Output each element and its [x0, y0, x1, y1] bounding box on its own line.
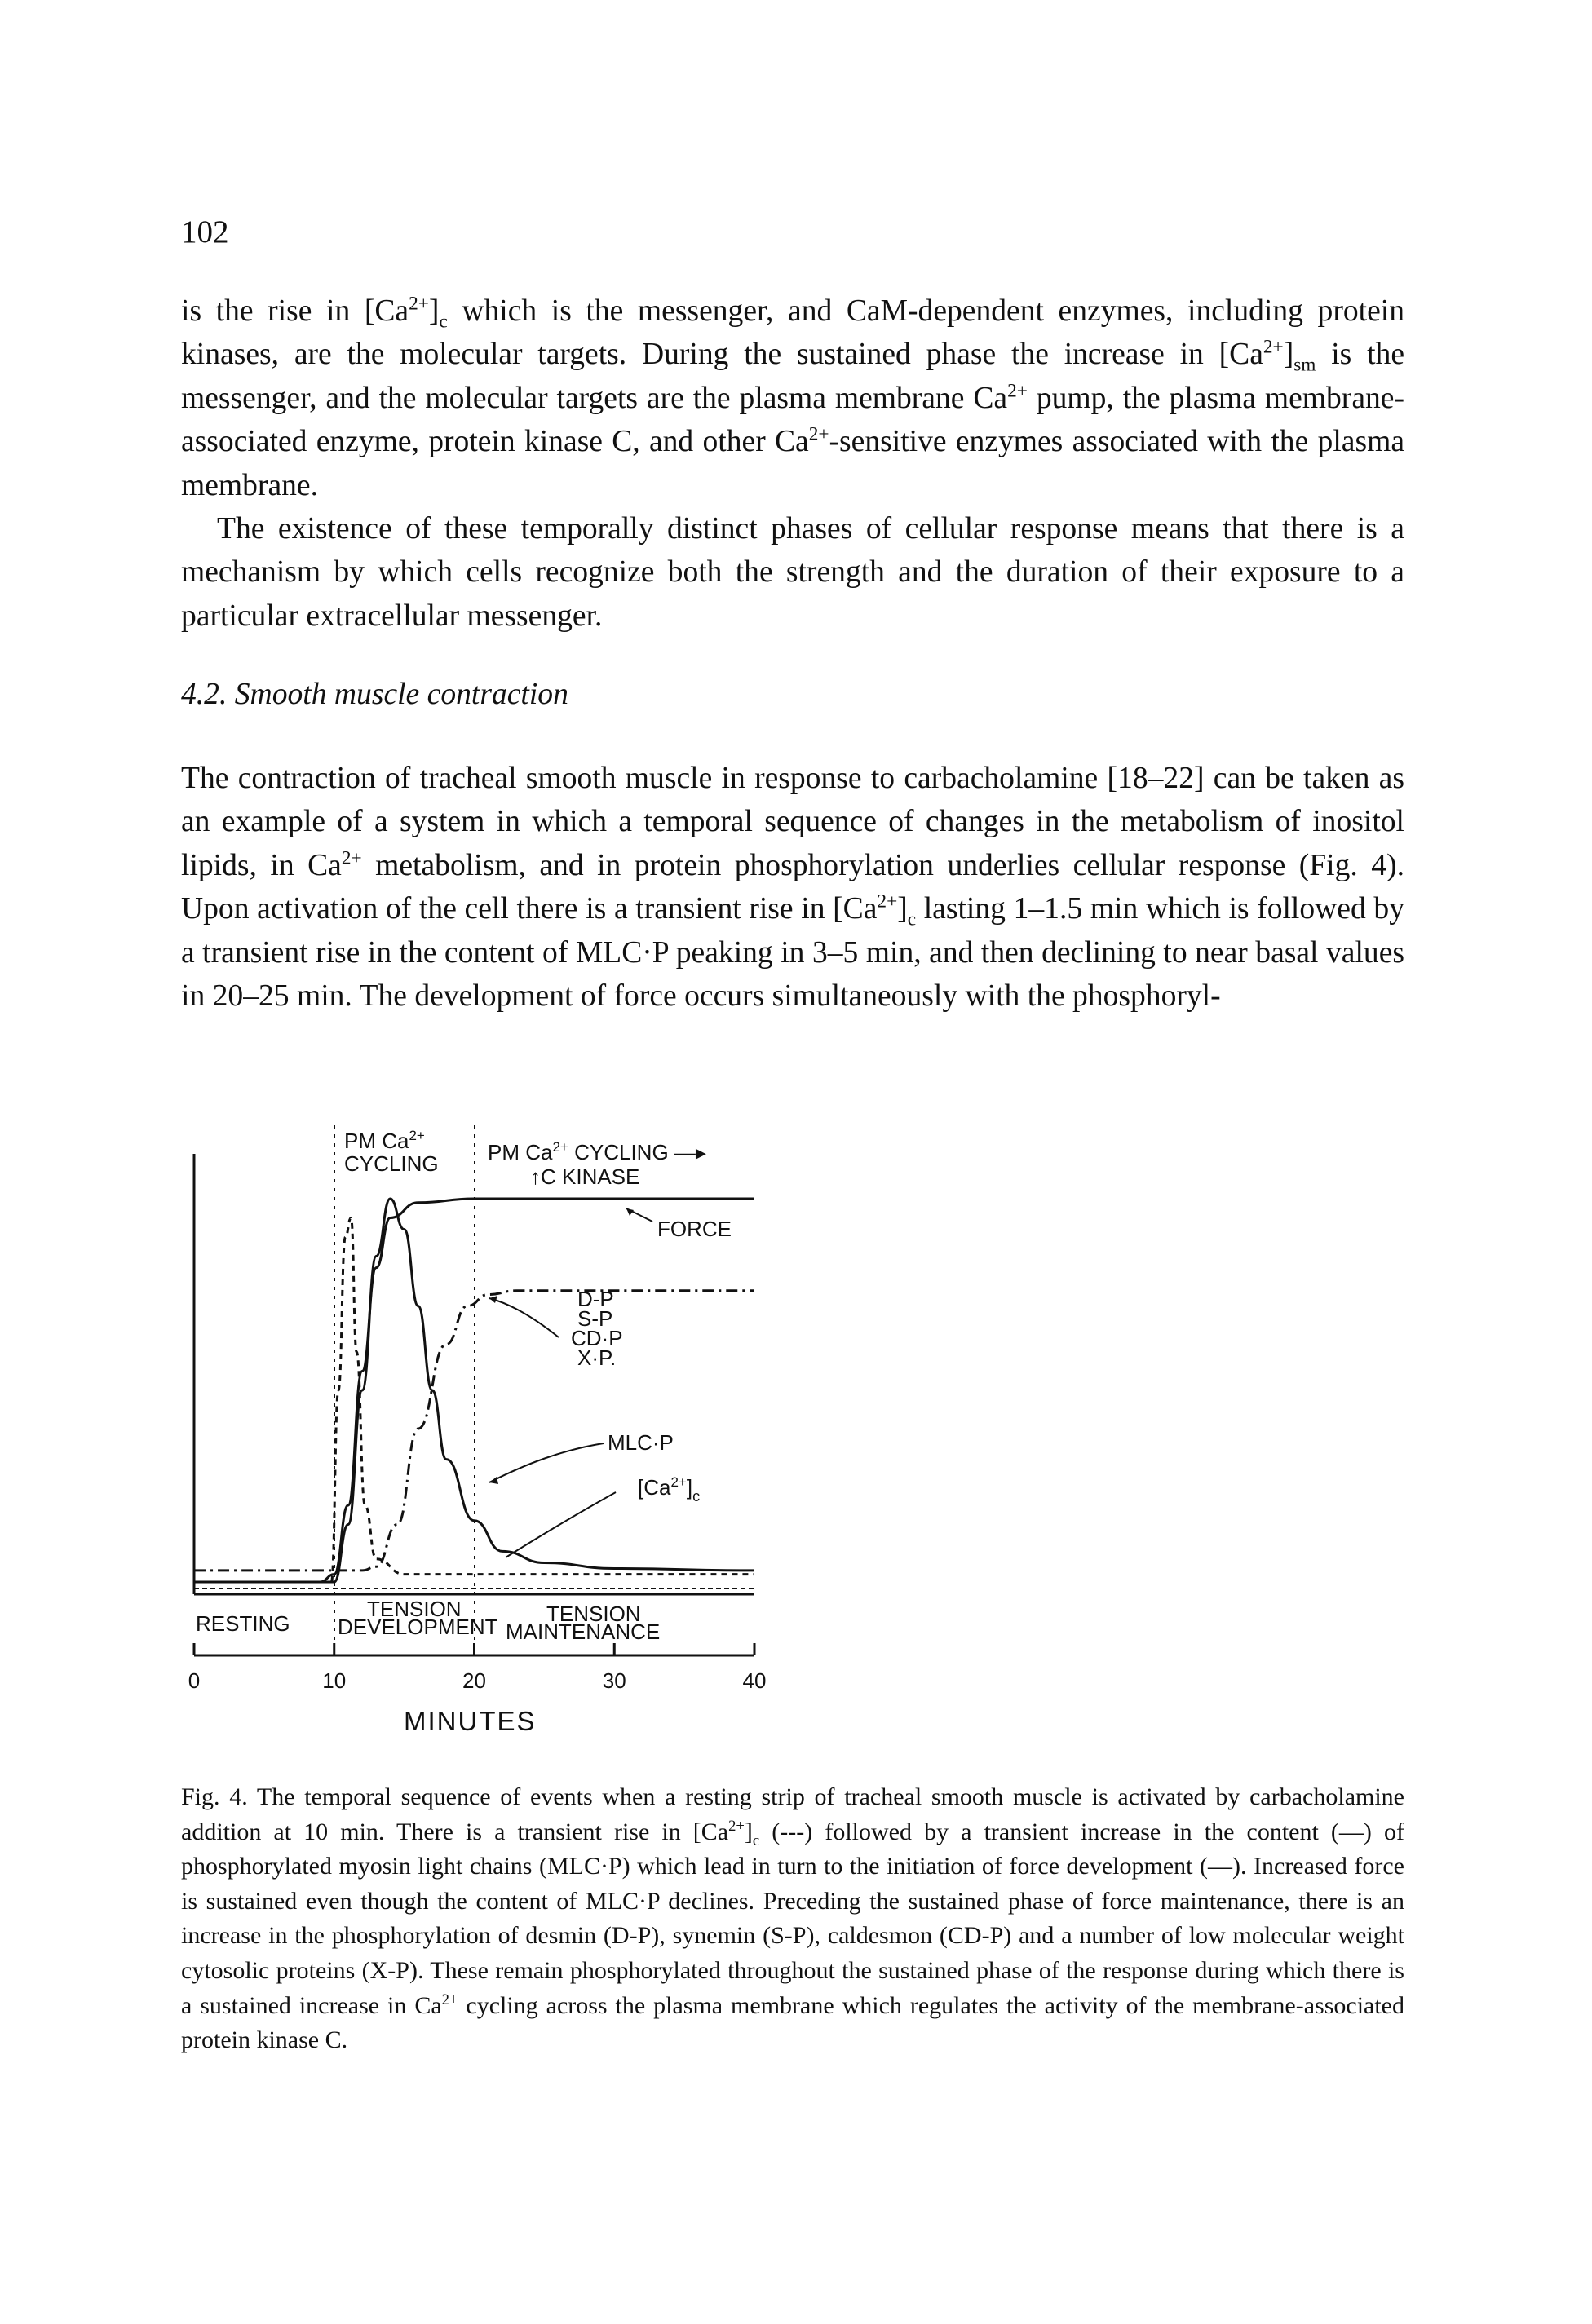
superscript: 2+	[728, 1817, 745, 1835]
body-text-section: The contraction of tracheal smooth muscl…	[181, 757, 1404, 1018]
superscript: 2+	[341, 847, 362, 869]
paragraph-3: The contraction of tracheal smooth muscl…	[181, 757, 1404, 1018]
curve-phospho-dashdot	[194, 1289, 754, 1572]
text-run: cycling across the plasma membrane which…	[181, 1991, 1404, 2054]
text-run: metabolism, and in protein phosphorylati…	[181, 848, 1404, 926]
curves-group	[194, 1197, 755, 1584]
phase-maintenance-line2: MAINTENANCE	[506, 1619, 660, 1644]
superscript: 2+	[877, 890, 898, 912]
figure-4-plot: PM Ca2+ CYCLING PM Ca2+ CYCLING —▸ ↑C KI…	[188, 1125, 767, 1736]
curve-ca-dashed	[194, 1216, 754, 1584]
ca-arrow	[505, 1491, 617, 1558]
force-arrowhead	[626, 1208, 634, 1216]
x-tick-label: 30	[603, 1668, 626, 1693]
page-number: 102	[181, 214, 229, 250]
phase-development-line2: DEVELOPMENT	[338, 1615, 498, 1639]
label-mlcp: MLC·P	[608, 1430, 674, 1455]
text-run: pump, the plasma membrane-associated enz…	[181, 381, 1404, 459]
text-run: is the rise in [Ca	[181, 294, 409, 328]
subscript: c	[439, 311, 448, 333]
superscript: 2+	[441, 1990, 458, 2008]
mlcp-arrow	[489, 1443, 604, 1483]
x-tick-label: 20	[462, 1668, 486, 1693]
label-pm-kinase-line1: PM Ca2+ CYCLING —▸	[488, 1139, 706, 1164]
mlcp-arrowhead	[489, 1477, 498, 1484]
phospho-arrow	[489, 1297, 559, 1338]
x-axis-title: MINUTES	[404, 1706, 537, 1736]
label-phospho-s: S-P	[577, 1306, 612, 1331]
label-pm-cycling-line1: PM Ca2+	[344, 1128, 425, 1153]
label-ca: [Ca2+]c	[638, 1474, 700, 1504]
superscript: 2+	[1263, 336, 1284, 358]
text-run: Fig. 4. The temporal sequence of events …	[181, 1783, 1404, 1845]
subscript: sm	[1294, 354, 1316, 376]
label-phospho-group: D-P S-P CD·P X·P.	[571, 1287, 623, 1370]
subscript: c	[752, 1831, 760, 1849]
label-force: FORCE	[657, 1217, 732, 1241]
phospho-arrowhead	[489, 1296, 498, 1303]
label-phospho-d: D-P	[577, 1287, 614, 1311]
label-pm-kinase-line2: ↑C KINASE	[530, 1164, 639, 1189]
text-run: lasting 1–1.5 min which is followed by a…	[181, 892, 1404, 1014]
curve-force-solid	[194, 1197, 754, 1584]
text-run: ]	[1283, 338, 1294, 372]
text-run: (---) followed by a transient increase i…	[181, 1818, 1404, 2019]
text-run: is the messenger, and the molecular targ…	[181, 338, 1404, 415]
figure-4: PM Ca2+ CYCLING PM Ca2+ CYCLING —▸ ↑C KI…	[163, 1117, 799, 1761]
text-run: ]	[428, 294, 440, 328]
superscript: 2+	[409, 293, 429, 315]
phase-resting: RESTING	[196, 1611, 290, 1636]
text-run: ]	[897, 892, 908, 926]
label-pm-cycling-line2: CYCLING	[344, 1151, 439, 1176]
phase-development-line1: TENSION	[367, 1597, 462, 1621]
paragraph-1: is the rise in [Ca2+]c which is the mess…	[181, 289, 1404, 507]
text-run: which is the messenger, and CaM-dependen…	[181, 294, 1404, 372]
label-phospho-cd: CD·P	[571, 1326, 623, 1350]
body-text-top: is the rise in [Ca2+]c which is the mess…	[181, 289, 1404, 638]
phase-maintenance-line1: TENSION	[546, 1602, 641, 1626]
text-run: The contraction of tracheal smooth muscl…	[181, 762, 1404, 882]
time-ticks: 0 10 20 30 40	[188, 1643, 767, 1693]
text-run: -sensitive enzymes associated with the p…	[181, 425, 1404, 502]
section-heading: 4.2. Smooth muscle contraction	[181, 678, 568, 711]
superscript: 2+	[1007, 380, 1028, 402]
x-tick-label: 10	[322, 1668, 346, 1693]
label-phospho-x: X·P.	[577, 1345, 616, 1370]
paragraph-2: The existence of these temporally distin…	[181, 512, 1404, 633]
x-tick-label: 40	[743, 1668, 767, 1693]
subscript: c	[907, 908, 917, 930]
text-run: ]	[744, 1818, 753, 1845]
x-tick-label: 0	[188, 1668, 200, 1693]
superscript: 2+	[808, 423, 829, 445]
figure-caption: Fig. 4. The temporal sequence of events …	[181, 1780, 1404, 2058]
curve-mlcp-solid	[194, 1197, 755, 1584]
